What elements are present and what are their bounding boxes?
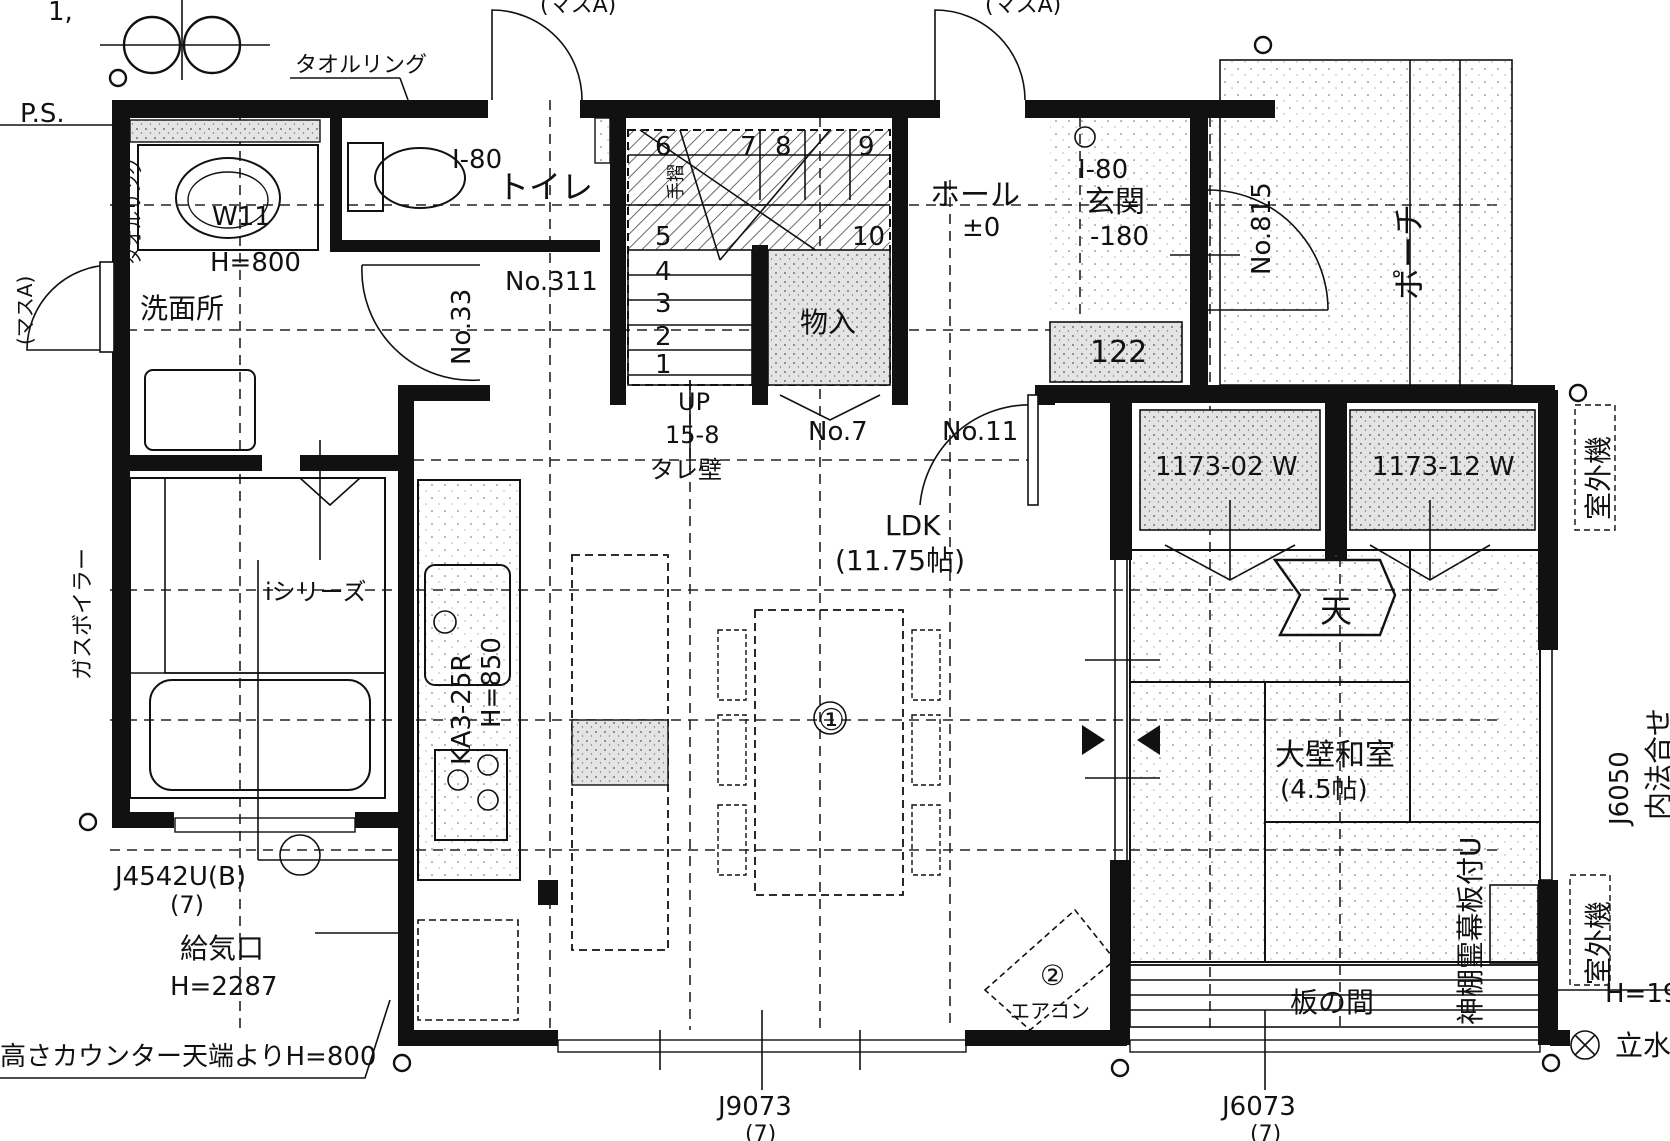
outdoor-unit-label-2: 室外機 xyxy=(1582,901,1615,985)
ldk-size-label: (11.75帖) xyxy=(835,544,965,577)
aircon-label: エアコン xyxy=(1010,999,1090,1023)
mas-label-left: (マスA) xyxy=(540,0,616,18)
itanoma-label: 板の間 xyxy=(1290,986,1374,1019)
uchinori-label: 内法合せ xyxy=(1642,708,1670,820)
no311-label: No.311 xyxy=(505,267,598,297)
mas-label-side: (マスA) xyxy=(13,276,37,345)
j9073-label: J9073 xyxy=(716,1092,792,1122)
senmenjo-label: 洗面所 xyxy=(140,292,224,325)
h850-label: H=850 xyxy=(477,637,507,728)
box122-label: 122 xyxy=(1090,335,1147,370)
washroom xyxy=(26,119,481,451)
stair-step-3: 3 xyxy=(655,289,672,319)
table-mark-label: ① xyxy=(818,703,845,738)
toilet-room xyxy=(347,9,1026,212)
stair-step-9: 9 xyxy=(858,132,875,162)
h800-label: H=800 xyxy=(210,248,301,278)
no11-label: No.11 xyxy=(942,417,1018,447)
genkan-level-label: -180 xyxy=(1090,222,1149,252)
no815-label: No.815 xyxy=(1247,182,1277,275)
stair-step-5: 5 xyxy=(655,222,672,252)
tare-kabe-label: タレ壁 xyxy=(650,456,722,484)
leader-lines xyxy=(0,77,1670,1079)
no33-label: No.33 xyxy=(447,289,477,365)
j6073-label: J6073 xyxy=(1220,1092,1296,1122)
gas-boiler-label: ガスボイラー xyxy=(71,548,96,680)
handrail-label: 手摺 xyxy=(666,164,687,200)
iseries-label: iシリーズ xyxy=(265,578,366,606)
window-left-label: 1173-02 W xyxy=(1155,452,1298,482)
top-mark-label: 1, xyxy=(48,0,73,27)
bathroom xyxy=(129,440,400,876)
j6073-sub-label: (7) xyxy=(1250,1122,1281,1141)
up-label: UP xyxy=(678,388,710,416)
ps-label: P.S. xyxy=(20,99,65,129)
stair-step-7: 7 xyxy=(740,132,757,162)
j4542-sub-label: (7) xyxy=(170,891,204,919)
h19-label: H=19 xyxy=(1605,979,1670,1009)
j4542-label: J4542U(B) xyxy=(113,862,246,892)
kitchen xyxy=(417,479,669,1021)
j6050-label: J6050 xyxy=(1605,751,1635,827)
window-right-label: 1173-12 W xyxy=(1372,452,1515,482)
mas-label-mid: (マスA) xyxy=(985,0,1061,18)
dining-table xyxy=(717,609,941,896)
window-units xyxy=(1139,404,1616,986)
stair-step-2: 2 xyxy=(655,322,672,352)
ldk-label: LDK xyxy=(885,509,941,542)
walls xyxy=(112,100,1570,1046)
stair-step-1: 1 xyxy=(655,350,672,380)
washitsu-size-label: (4.5帖) xyxy=(1280,775,1368,805)
aircon-number-label: ② xyxy=(1040,959,1065,992)
tatesui-label: 立水 xyxy=(1615,1029,1670,1062)
kyuki-label: 給気口 xyxy=(180,932,264,965)
hall-level-label: ±0 xyxy=(962,213,1000,243)
ka3-label: KA3-25R xyxy=(447,654,477,765)
h2287-label: H=2287 xyxy=(170,972,278,1002)
toilet-label: トイレ xyxy=(497,168,593,206)
towel-ring-side-label: タオルリング xyxy=(124,157,145,265)
aircon-unit xyxy=(983,908,1117,1032)
porch-label: ポーチ xyxy=(1390,204,1428,300)
counter-note-label: 高さカウンター天端よりH=800 xyxy=(0,1042,376,1072)
washitsu-label: 大壁和室 xyxy=(1275,738,1395,773)
up-158-label: 15-8 xyxy=(665,421,719,449)
stair-step-10: 10 xyxy=(852,222,885,252)
no7-label: No.7 xyxy=(808,417,868,447)
toilet-i80-label: I-80 xyxy=(452,145,502,175)
entrance-i80-label: I-80 xyxy=(1078,155,1128,185)
w11-label: W11 xyxy=(212,202,271,232)
staircase xyxy=(627,129,891,470)
j9073-sub-label: (7) xyxy=(745,1122,776,1141)
outdoor-unit-label-1: 室外機 xyxy=(1582,436,1615,520)
monoire-label: 物入 xyxy=(800,306,856,339)
ten-label: 天 xyxy=(1320,592,1352,630)
towel-ring-label: タオルリング xyxy=(295,53,427,78)
japanese-room xyxy=(1082,549,1553,1028)
hall-entrance xyxy=(919,126,1329,506)
bottom-windows xyxy=(557,1010,1541,1090)
column-markers xyxy=(78,0,1588,1078)
hall-label: ホール xyxy=(930,178,1020,213)
stair-step-4: 4 xyxy=(655,257,672,287)
genkan-label: 玄関 xyxy=(1085,185,1145,220)
kamidana-label: 神棚霊幕板付U xyxy=(1454,837,1487,1026)
stair-step-8: 8 xyxy=(775,132,792,162)
stair-step-6: 6 xyxy=(655,132,672,162)
